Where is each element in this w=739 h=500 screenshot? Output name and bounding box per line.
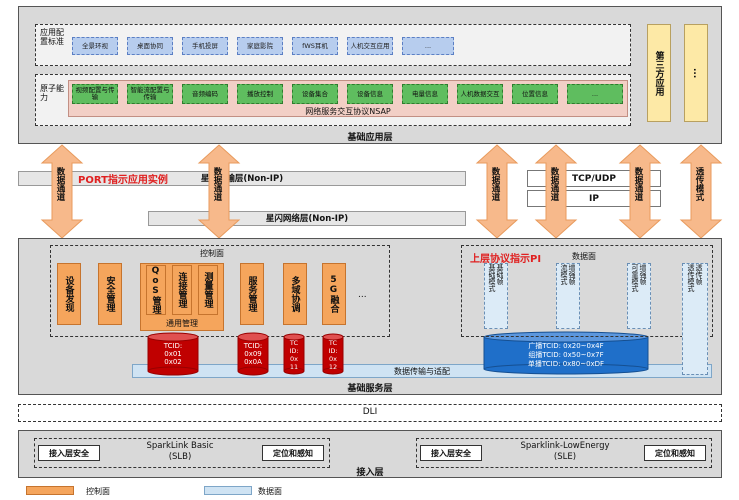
data-channel-label-3: 数据通道 xyxy=(490,167,500,201)
dp-reliable-frame: 增强帧 xyxy=(639,264,647,285)
app-item-4: 家庭影院 xyxy=(237,37,283,55)
dp-basic-mode: 基础模式 xyxy=(488,264,496,292)
dp-stream-frame: 增强帧 xyxy=(568,264,576,285)
third-party-more: ... xyxy=(684,24,708,122)
slb-box xyxy=(34,438,330,468)
ctrl-security: 安全管理 xyxy=(98,263,122,325)
sle-positioning: 定位和感知 xyxy=(644,445,706,461)
sle-security: 接入层安全 xyxy=(420,445,482,461)
ctrl-qos: QoS管理 xyxy=(146,265,166,315)
atomic-label: 原子能力 xyxy=(40,84,64,102)
tcid-cylinder-1 xyxy=(147,332,199,376)
control-plane-label: 控制面 xyxy=(200,249,224,258)
common-mgmt-label: 通用管理 xyxy=(166,319,198,328)
network-label: 星闪网络层(Non-IP) xyxy=(265,214,349,224)
dp-transparent: 透传模式 透传帧 xyxy=(682,263,708,375)
slb-security: 接入层安全 xyxy=(38,445,100,461)
ctrl-more: ... xyxy=(358,290,367,300)
app-config-label: 应用配置标准 xyxy=(40,28,64,46)
legend-data-swatch xyxy=(204,486,252,495)
sle-box xyxy=(416,438,712,468)
atomic-item-2: 智能流配置与传输 xyxy=(127,84,173,104)
transparent-label: 透传模式 xyxy=(694,167,704,201)
atomic-item-4: 播放控制 xyxy=(237,84,283,104)
app-item-1: 全景环视 xyxy=(72,37,118,55)
app-item-3: 手机投屏 xyxy=(182,37,228,55)
legend-control-label: 控制面 xyxy=(86,487,110,496)
tcid-label-1: TCID: 0x01 0x02 xyxy=(163,342,183,366)
tcid-cylinder-2 xyxy=(237,332,269,376)
dp-stream: 流模式 增强帧 xyxy=(556,263,580,329)
app-item-6: 人机交互应用 xyxy=(347,37,393,55)
legend-data-label: 数据面 xyxy=(258,487,282,496)
data-tcid-line-1: 广播TCID: 0x20~0x4F xyxy=(528,342,604,350)
tcid-cylinder-3 xyxy=(283,333,305,375)
upper-pi-label: 上层协议指示PI xyxy=(470,254,542,265)
third-party-app: 第三方应用 xyxy=(647,24,671,122)
app-item-more: ... xyxy=(402,37,454,55)
ctrl-service: 服务管理 xyxy=(240,263,264,325)
port-note: PORT指示应用实例 xyxy=(78,175,168,186)
data-channel-label-2: 数据通道 xyxy=(212,167,222,201)
app-item-2: 桌面协同 xyxy=(127,37,173,55)
atomic-item-1: 视频配置与传输 xyxy=(72,84,118,104)
data-plane-box xyxy=(461,245,713,337)
tcid-label-2: TCID: 0x09 0x0A xyxy=(243,342,263,366)
data-plane-label: 数据面 xyxy=(572,252,596,261)
service-layer-title: 基础服务层 xyxy=(347,384,393,394)
ctrl-multi-domain: 多域协调 xyxy=(283,263,307,325)
sle-abbr: (SLE) xyxy=(553,452,577,462)
app-layer-title: 基础应用层 xyxy=(347,133,393,143)
dp-transparent-frame: 透传帧 xyxy=(695,264,703,285)
ctrl-measurement: 测量管理 xyxy=(198,265,218,315)
dp-reliable-mode: 可靠模式 xyxy=(631,264,639,292)
nsap-label: 网络服务交互协议NSAP xyxy=(305,107,391,116)
control-plane-box xyxy=(50,245,390,337)
slb-positioning: 定位和感知 xyxy=(262,445,324,461)
data-transfer-label: 数据传输与适配 xyxy=(394,367,450,376)
dp-stream-mode: 流模式 xyxy=(560,264,568,285)
dp-reliable: 可靠模式 增强帧 xyxy=(627,263,651,329)
atomic-item-5: 设备集合 xyxy=(292,84,338,104)
tcid-cylinder-4 xyxy=(322,333,344,375)
data-tcid-cylinder xyxy=(483,331,649,375)
dli-label: DLI xyxy=(362,407,378,417)
atomic-item-9: 位置信息 xyxy=(512,84,558,104)
transport-bar xyxy=(18,171,466,186)
access-layer-title: 接入层 xyxy=(356,468,384,478)
ctrl-device-discovery: 设备发现 xyxy=(57,263,81,325)
ctrl-connection: 连接管理 xyxy=(172,265,192,315)
app-item-5: fWS耳机 xyxy=(292,37,338,55)
slb-abbr: (SLB) xyxy=(168,452,192,462)
ctrl-5g: 5G融合 xyxy=(322,263,346,325)
tcid-label-3: TC ID: 0x 11 xyxy=(289,339,299,371)
atomic-item-3: 音频编码 xyxy=(182,84,228,104)
data-channel-label-4: 数据通道 xyxy=(549,167,559,201)
transport-label: 星闪传输层(Non-IP) xyxy=(200,174,284,184)
dp-transparent-mode: 透传模式 xyxy=(687,264,695,292)
sle-name: Sparklink-LowEnergy xyxy=(520,441,610,451)
data-channel-label-1: 数据通道 xyxy=(55,167,65,201)
data-tcid-line-3: 单播TCID: 0x80~0xDF xyxy=(527,360,605,368)
atomic-item-more: ... xyxy=(567,84,623,104)
data-channel-label-5: 数据通道 xyxy=(633,167,643,201)
tcid-label-4: TC ID: 0x 12 xyxy=(328,339,338,371)
atomic-item-7: 电量信息 xyxy=(402,84,448,104)
atomic-item-6: 设备信息 xyxy=(347,84,393,104)
atomic-item-8: 人机数据交互 xyxy=(457,84,503,104)
dli-bar xyxy=(18,404,722,422)
dp-basic: 基础模式 基础帧 xyxy=(484,263,508,329)
legend-control-swatch xyxy=(26,486,74,495)
data-tcid-line-2: 组播TCID: 0x50~0x7F xyxy=(528,351,604,359)
dp-basic-frame: 基础帧 xyxy=(496,264,504,285)
slb-name: SparkLink Basic xyxy=(146,441,214,451)
